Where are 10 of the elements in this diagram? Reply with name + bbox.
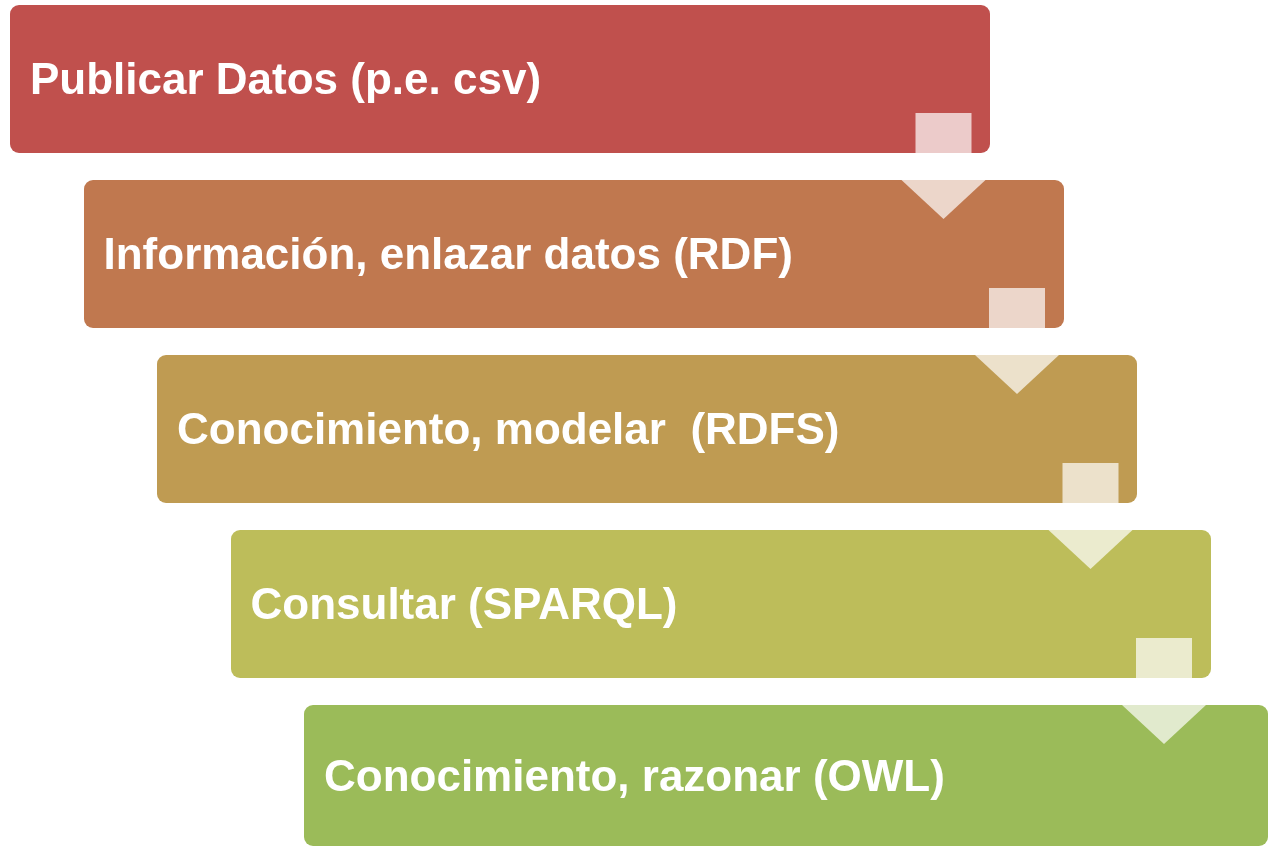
step-label: Conocimiento, razonar (OWL) (324, 750, 945, 801)
step-label: Información, enlazar datos (RDF) (103, 229, 793, 279)
process-box (157, 355, 1137, 503)
process-box (83, 180, 1064, 328)
step-label: Publicar Datos (p.e. csv) (30, 54, 542, 104)
step-label: Consultar (SPARQL) (250, 579, 678, 629)
process-box (304, 705, 1268, 846)
process-box (10, 5, 990, 153)
process-box (230, 530, 1211, 678)
step-label: Conocimiento, modelar (RDFS) (177, 404, 840, 454)
